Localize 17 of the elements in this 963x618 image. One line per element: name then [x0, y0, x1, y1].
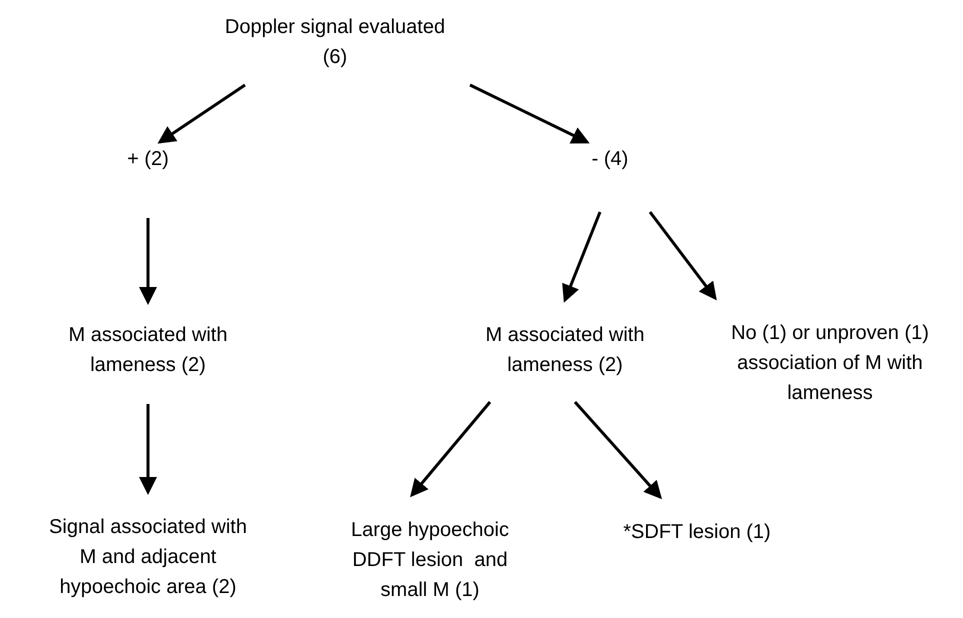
node-label: Large hypoechoic DDFT lesion and small M (1) [350, 518, 510, 603]
arrow [158, 84, 246, 144]
arrow [574, 401, 662, 500]
node-label: M associated with lameness (2) [484, 323, 646, 378]
node-label: Signal associated with M and adjacent hypoechoic area (2) [48, 515, 248, 600]
arrow [410, 401, 492, 498]
node-label: - (4) [592, 147, 628, 172]
arrow [648, 211, 717, 300]
arrow [469, 84, 590, 144]
node-label: + (2) [127, 147, 169, 172]
node-label: No (1) or unproven (1) association of M with lameness [730, 321, 930, 406]
arrow [562, 211, 602, 303]
node-label: M associated with lameness (2) [68, 323, 228, 378]
arrow [139, 404, 157, 495]
arrow [139, 218, 157, 305]
node-label: Doppler signal evaluated (6) [224, 15, 446, 70]
node-label: *SDFT lesion (1) [623, 520, 771, 545]
